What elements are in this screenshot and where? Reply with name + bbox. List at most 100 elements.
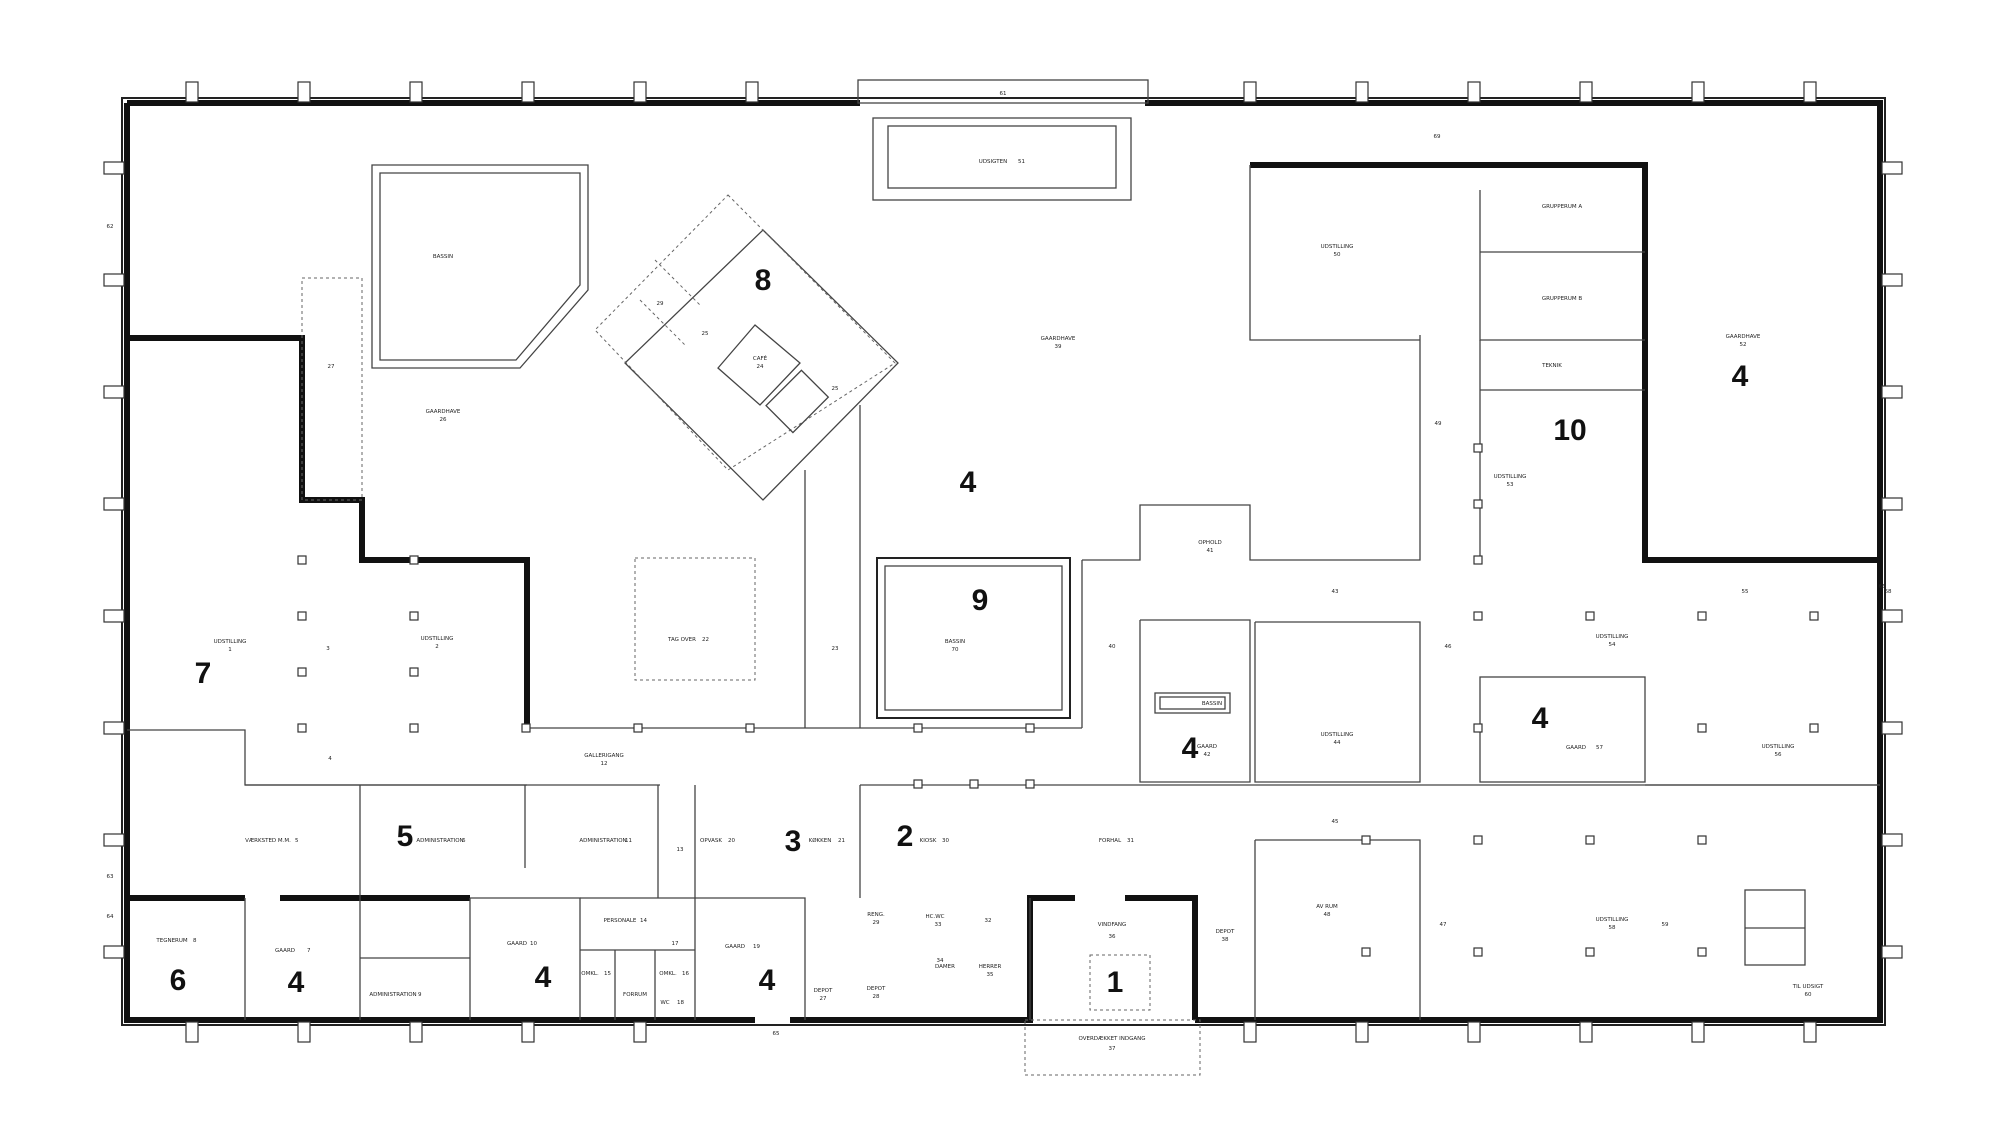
label-gaardhave-39: GAARDHAVE	[1041, 336, 1076, 342]
label-udstilling-53-number: 53	[1507, 482, 1514, 488]
label-udstilling-1: UDSTILLING	[214, 639, 247, 645]
label-n61: 61	[1000, 91, 1007, 97]
zone-5: 5	[397, 820, 414, 853]
label-n43: 43	[1332, 589, 1339, 595]
label-av-rum-number: 48	[1324, 912, 1331, 918]
label-n23: 23	[832, 646, 839, 652]
zone-2: 2	[897, 820, 914, 853]
label-personale-number: 14	[640, 918, 647, 924]
label-udstilling-56-number: 56	[1775, 752, 1782, 758]
label-teknik: TEKNIK	[1541, 363, 1562, 369]
label-hcwc-number: 33	[935, 922, 942, 928]
label-tegnerum: TEGNERUM	[155, 938, 188, 944]
label-damer: DAMER	[935, 964, 955, 970]
label-n49: 49	[1435, 421, 1442, 427]
label-omkl-16: OMKL.	[659, 971, 677, 977]
label-depot-27-number: 27	[820, 996, 827, 1002]
label-n45: 45	[1332, 819, 1339, 825]
zone-numbers: 1 2 3 5 6 7 8 9 10 4 4 4 4 4 4 4	[170, 264, 1749, 999]
label-n65: 65	[773, 1031, 780, 1037]
label-gaardhave-52: GAARDHAVE	[1726, 334, 1761, 340]
zone-4-gaard-7: 4	[288, 966, 305, 999]
label-gaard-10-number: 10	[530, 941, 537, 947]
interior-columns	[297, 443, 1819, 957]
label-vindfang: VINDFANG	[1098, 922, 1127, 928]
label-administration-6: ADMINISTRATION	[416, 838, 463, 844]
label-n69: 69	[1434, 134, 1441, 140]
label-udstilling-2: UDSTILLING	[421, 636, 454, 642]
label-udstilling-58-number: 58	[1609, 925, 1616, 931]
zone-4-top-right: 4	[1732, 360, 1749, 393]
label-forhal: FORHAL	[1099, 838, 1122, 844]
entrance	[1024, 889, 1806, 1076]
label-overdaekket: OVERDÆKKET INDGANG	[1078, 1036, 1145, 1042]
label-n25a: 25	[702, 331, 709, 337]
label-udstilling-54: UDSTILLING	[1596, 634, 1629, 640]
zone-4-gaard-19: 4	[759, 964, 776, 997]
label-gaard-42: GAARD	[1197, 744, 1217, 750]
label-udstilling-44-number: 44	[1334, 740, 1341, 746]
label-rengoering-number: 29	[873, 920, 880, 926]
label-gaardhave-26-number: 26	[440, 417, 447, 423]
label-n55: 55	[1742, 589, 1749, 595]
zone-6: 6	[170, 964, 187, 997]
label-overdaekket-number: 37	[1109, 1046, 1116, 1052]
label-udstilling-56: UDSTILLING	[1762, 744, 1795, 750]
label-gaard-57: GAARD	[1566, 745, 1586, 751]
label-vaerksted: VÆRKSTED M.M.	[245, 838, 291, 844]
label-administration-11: ADMINISTRATION	[579, 838, 626, 844]
label-gaard-19: GAARD	[725, 944, 745, 950]
label-gaardhave-52-number: 52	[1740, 342, 1747, 348]
label-n29: 29	[657, 301, 664, 307]
label-bassin-70: BASSIN	[945, 639, 965, 645]
label-kiosk-number: 30	[942, 838, 949, 844]
label-forrum: FORRUM	[623, 992, 647, 998]
label-gaardhave-26: GAARDHAVE	[426, 409, 461, 415]
label-ophold: OPHOLD	[1198, 540, 1221, 546]
label-omkl-15: OMKL.	[581, 971, 599, 977]
zone-4-gaard-57: 4	[1532, 702, 1549, 735]
label-udstilling-2-number: 2	[435, 644, 439, 650]
label-udstilling-50-number: 50	[1334, 252, 1341, 258]
perimeter-columns	[103, 81, 1903, 1043]
udsigten-frame	[857, 79, 1149, 201]
label-n46: 46	[1445, 644, 1452, 650]
label-n4: 4	[328, 756, 332, 762]
label-bassin-small: BASSIN	[1202, 701, 1222, 707]
label-n27: 27	[328, 364, 335, 370]
label-udstilling-58: UDSTILLING	[1596, 917, 1629, 923]
label-gaard-7: GAARD	[275, 948, 295, 954]
label-udstilling-54-number: 54	[1609, 642, 1616, 648]
label-opvask-number: 20	[728, 838, 735, 844]
label-gaard-10: GAARD	[507, 941, 527, 947]
label-depot-28: DEPOT	[867, 986, 886, 992]
label-udstilling-50: UDSTILLING	[1321, 244, 1354, 250]
label-administration-9-number: 9	[418, 992, 422, 998]
label-udstilling-53: UDSTILLING	[1494, 474, 1527, 480]
label-depot-38-number: 38	[1222, 937, 1229, 943]
zone-1: 1	[1107, 966, 1124, 999]
label-n17: 17	[672, 941, 679, 947]
label-tag-over-number: 22	[702, 637, 709, 643]
label-n59: 59	[1662, 922, 1669, 928]
label-personale: PERSONALE	[604, 918, 637, 924]
label-tag-over: TAG OVER	[667, 637, 696, 643]
label-herrer: HERRER	[979, 964, 1002, 970]
label-koekken: KØKKEN	[809, 837, 832, 844]
label-cafe-number: 24	[757, 364, 764, 370]
label-til-udsigt-number: 60	[1805, 992, 1812, 998]
label-bassin-70-number: 70	[952, 647, 959, 653]
zone-8: 8	[755, 264, 772, 297]
label-omkl-16-number: 16	[682, 971, 689, 977]
label-n62: 62	[107, 224, 114, 230]
label-n63: 63	[107, 874, 114, 880]
tag-over	[634, 557, 756, 681]
cafe-pavilion	[594, 194, 899, 501]
label-vaerksted-number: 5	[295, 838, 299, 844]
zone-10: 10	[1553, 414, 1586, 447]
label-udstilling-44: UDSTILLING	[1321, 732, 1354, 738]
label-vindfang-number: 36	[1109, 934, 1116, 940]
right-block	[1154, 162, 1880, 786]
label-gallerigang: GALLERIGANG	[584, 753, 623, 759]
